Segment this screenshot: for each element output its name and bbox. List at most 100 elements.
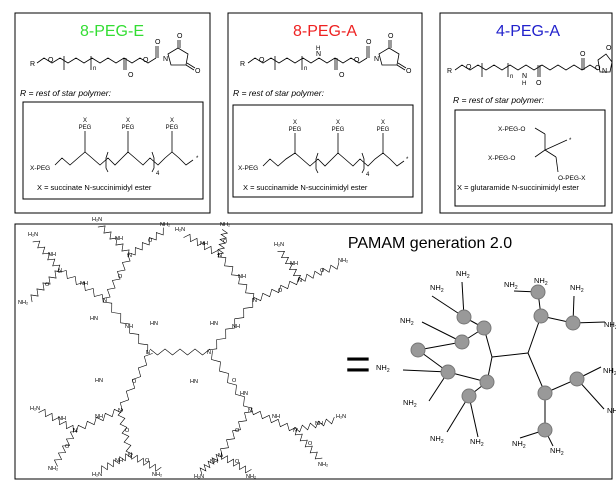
svg-text:O: O <box>128 72 134 79</box>
schematic-node <box>454 334 470 350</box>
chem-bond <box>101 453 132 473</box>
schematic-node <box>569 371 585 387</box>
svg-text:n: n <box>510 74 513 80</box>
chem-atom-label: N <box>73 428 77 434</box>
svg-text:X: X <box>336 120 340 126</box>
svg-text:X: X <box>381 120 385 126</box>
nh2-label: NH2 <box>570 283 584 294</box>
chem-atom-label: NH₂ <box>152 472 162 478</box>
panel-4-peg-a: 4-PEG-A R O n N H O O O N O R = rest of … <box>439 12 613 214</box>
chem-atom-label: NH <box>95 414 103 420</box>
svg-text:N: N <box>163 56 168 63</box>
svg-text:R: R <box>30 61 35 68</box>
glutaramide-structure <box>454 53 613 77</box>
chem-atom-label: NH₂ <box>246 474 256 480</box>
svg-text:O: O <box>259 57 265 64</box>
svg-text:X: X <box>293 120 297 126</box>
svg-text:PEG: PEG <box>79 125 92 131</box>
chem-bond <box>102 253 131 299</box>
svg-text:O: O <box>195 68 201 75</box>
nh2-label: NH2 <box>430 283 444 294</box>
chem-atom-label: HN <box>190 379 198 385</box>
nh2-label: NH2 <box>400 316 414 327</box>
svg-text:O: O <box>580 51 586 58</box>
svg-text:N: N <box>602 68 607 75</box>
chem-atom-label: N <box>207 350 211 356</box>
chem-bond <box>75 408 122 433</box>
svg-text:X-PEG: X-PEG <box>238 165 258 172</box>
svg-text:N: N <box>522 73 527 80</box>
chem-atom-label: HN <box>210 321 218 327</box>
svg-text:PEG: PEG <box>289 127 302 133</box>
chem-atom-label: N <box>253 298 257 304</box>
schematic-node <box>565 315 581 331</box>
chem-atom-label: NH <box>210 459 218 465</box>
ester-structure <box>36 40 196 71</box>
panel-frame <box>14 12 211 214</box>
svg-text:O: O <box>388 33 394 40</box>
chem-atom-label: H₂N <box>30 406 40 412</box>
chem-atom-label: O <box>320 268 325 274</box>
panel-frame <box>439 12 613 214</box>
chem-atom-label: NH <box>80 281 88 287</box>
chem-bond <box>183 233 219 258</box>
chem-bond <box>38 408 74 433</box>
chem-atom-label: NH <box>48 252 56 258</box>
svg-text:X-PEG: X-PEG <box>30 165 50 172</box>
chem-bond <box>119 353 153 412</box>
chem-atom-label: N <box>128 453 132 459</box>
chem-atom-label: N <box>298 278 302 284</box>
svg-text:PEG: PEG <box>332 127 345 133</box>
schematic-node <box>476 320 492 336</box>
schematic-bond <box>402 369 449 373</box>
schematic-node <box>461 388 477 404</box>
chem-atom-label: NH₂ <box>160 222 170 228</box>
svg-text:X-PEG-O: X-PEG-O <box>498 126 525 133</box>
chem-atom-label: NH <box>200 241 208 247</box>
chem-bond <box>131 452 162 472</box>
chem-bond <box>294 416 335 433</box>
chem-atom-label: O <box>125 428 130 434</box>
x-note: X = succinate N-succinimidyl ester <box>37 183 152 192</box>
chem-atom-label: O <box>235 428 240 434</box>
chem-atom-label: O <box>278 288 283 294</box>
panel-title: 8-PEG-A <box>293 23 357 40</box>
chem-atom-label: H₂N <box>274 242 284 248</box>
chem-atom-label: N <box>58 268 62 274</box>
svg-text:4: 4 <box>366 172 370 178</box>
chem-bond <box>30 270 63 303</box>
chem-atom-label: N <box>218 453 222 459</box>
schematic-node <box>537 385 553 401</box>
pamam-title: PAMAM generation 2.0 <box>348 235 512 252</box>
chem-atom-label: H₂N <box>175 227 185 233</box>
chem-atom-label: H₂N <box>92 472 102 478</box>
svg-text:O: O <box>177 33 183 40</box>
pamam-schematic: NH2NH2NH2NH2NH2NH2NH2NH2NH2NH2NH2NH2NH2N… <box>376 269 616 457</box>
chem-atom-label: HN <box>90 316 98 322</box>
amide-structure <box>247 40 407 71</box>
panel-title: 8-PEG-E <box>80 23 144 40</box>
chem-bond <box>221 452 252 474</box>
chem-atom-label: O <box>232 378 237 384</box>
chem-atom-label: O <box>65 444 70 450</box>
svg-text:O: O <box>339 72 345 79</box>
chem-bond <box>277 250 301 282</box>
svg-text:X: X <box>83 118 87 124</box>
chem-atom-label: NH <box>115 458 123 464</box>
r-note: R = rest of star polymer: <box>233 88 325 98</box>
nh2-label: NH2 <box>512 439 526 450</box>
chem-atom-label: N <box>103 298 107 304</box>
chem-bond <box>199 453 223 475</box>
panel-frame <box>227 12 423 214</box>
svg-text:H: H <box>522 81 526 87</box>
svg-text:*: * <box>406 157 409 163</box>
chem-bond <box>250 407 297 432</box>
nh2-label: NH2 <box>534 276 548 287</box>
chem-bond <box>128 227 164 256</box>
svg-text:PEG: PEG <box>122 125 135 131</box>
schematic-node <box>533 308 549 324</box>
chem-bond <box>102 301 149 355</box>
nh2-label: NH2 <box>604 320 616 331</box>
chem-bond <box>97 225 130 258</box>
